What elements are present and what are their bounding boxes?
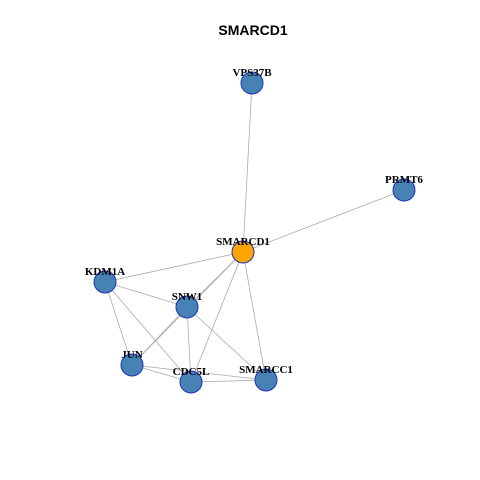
edge-jun-smarcc1 xyxy=(131,364,267,381)
node-kdm1a xyxy=(93,270,117,294)
node-snw1 xyxy=(175,295,199,319)
node-label-kdm1a: KDM1A xyxy=(85,266,125,278)
edge-snw1-jun xyxy=(131,306,188,366)
node-smarcc1 xyxy=(254,368,278,392)
edge-smarcd1-vps37b xyxy=(242,82,253,253)
edge-kdm1a-snw1 xyxy=(104,281,188,308)
node-prmt6 xyxy=(392,178,416,202)
edge-layer xyxy=(104,82,405,383)
node-label-smarcd1: SMARCD1 xyxy=(216,236,270,248)
node-layer xyxy=(93,71,416,394)
edge-smarcd1-kdm1a xyxy=(104,251,244,283)
node-label-smarcc1: SMARCC1 xyxy=(239,364,293,376)
node-label-prmt6: PRMT6 xyxy=(385,174,423,186)
edge-kdm1a-cdc5l xyxy=(104,281,192,383)
diagram-title: SMARCD1 xyxy=(218,22,287,38)
node-vps37b xyxy=(240,71,264,95)
node-cdc5l xyxy=(179,370,203,394)
node-label-jun: JUN xyxy=(121,349,142,361)
node-label-snw1: SNW1 xyxy=(172,291,203,303)
edge-smarcd1-prmt6 xyxy=(242,189,405,253)
node-jun xyxy=(120,353,144,377)
edge-smarcd1-cdc5l xyxy=(190,251,244,383)
edge-cdc5l-smarcc1 xyxy=(190,379,267,383)
edge-kdm1a-jun xyxy=(104,281,133,366)
edge-snw1-smarcc1 xyxy=(186,306,267,381)
node-smarcd1 xyxy=(231,240,255,264)
edge-smarcd1-smarcc1 xyxy=(242,251,267,381)
node-label-vps37b: VPS37B xyxy=(232,67,272,79)
node-label-cdc5l: CDC5L xyxy=(173,366,210,378)
edge-snw1-cdc5l xyxy=(186,306,192,383)
